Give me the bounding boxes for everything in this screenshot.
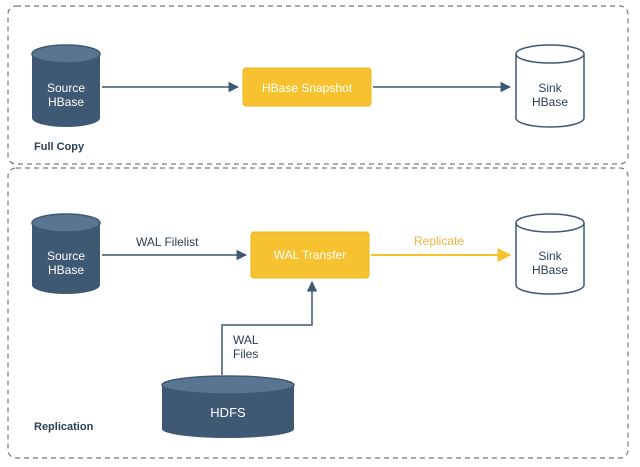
replication-section-label: Replication xyxy=(34,421,94,433)
full-copy-source-label-line2: HBase xyxy=(48,95,84,109)
replication-source-label-line2: HBase xyxy=(48,263,84,277)
replication-sink-hbase: Sink HBase xyxy=(515,213,585,295)
replication-sink-label-line1: Sink xyxy=(538,249,562,263)
arrow-wal-files xyxy=(221,280,318,375)
full-copy-sink-hbase: Sink HBase xyxy=(515,44,585,128)
replication-source-hbase: Source HBase xyxy=(31,213,101,294)
replication-source-label-line1: Source xyxy=(47,249,85,263)
wal-filelist-label: WAL Filelist xyxy=(136,235,199,249)
full-copy-source-label-line1: Source xyxy=(47,81,85,95)
replication-section xyxy=(7,167,629,459)
full-copy-source-hbase: Source HBase xyxy=(31,44,101,127)
wal-files-label-line1: WAL xyxy=(233,333,259,347)
wal-transfer-label: WAL Transfer xyxy=(274,248,346,262)
hbase-snapshot-process: HBase Snapshot xyxy=(242,67,372,107)
hdfs-label: HDFS xyxy=(210,405,246,420)
hbase-snapshot-label: HBase Snapshot xyxy=(262,81,353,95)
replication-sink-label-line2: HBase xyxy=(532,263,568,277)
full-copy-sink-label-line2: HBase xyxy=(532,95,568,109)
wal-transfer-process: WAL Transfer xyxy=(250,231,370,279)
full-copy-sink-label-line1: Sink xyxy=(538,81,562,95)
full-copy-section-label: Full Copy xyxy=(34,141,85,153)
full-copy-section xyxy=(7,5,629,165)
wal-files-label-line2: Files xyxy=(233,347,258,361)
replicate-label: Replicate xyxy=(414,234,464,248)
hdfs-storage: HDFS xyxy=(161,375,295,438)
